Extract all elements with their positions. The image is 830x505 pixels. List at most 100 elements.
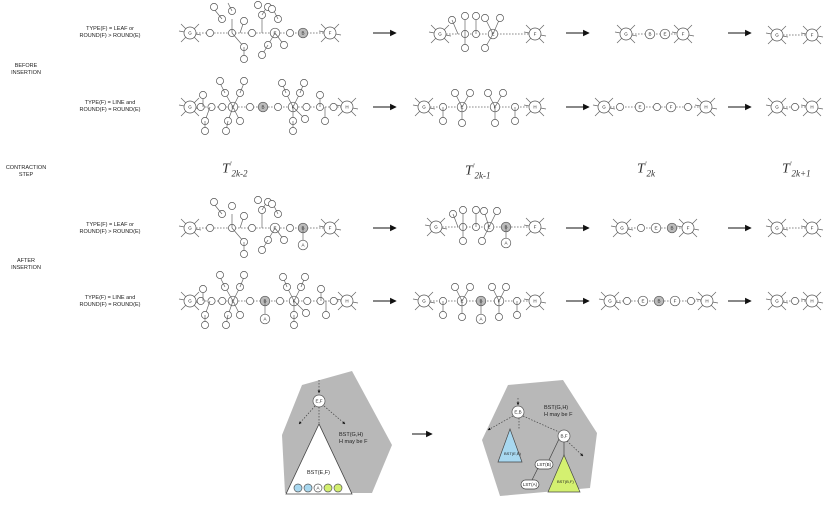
labeled-node: [297, 239, 309, 251]
small-node: [472, 12, 480, 20]
labeled-node: [257, 101, 269, 113]
small-node: [280, 41, 288, 49]
small-node: [248, 29, 256, 37]
hub-g: [183, 100, 197, 114]
small-node: [495, 313, 503, 321]
hub-f: [681, 221, 695, 235]
tree-label-base: T: [465, 163, 473, 179]
labeled-node: [666, 222, 678, 234]
gray-region: [482, 380, 597, 496]
hub-f: [676, 27, 690, 41]
labeled-node: [644, 28, 656, 40]
hub-h: [805, 294, 819, 308]
hub-g: [417, 100, 431, 114]
root-node: [511, 405, 525, 419]
small-node: [254, 1, 262, 9]
tree-label-base: T: [782, 161, 790, 177]
tree-label-prime: ': [789, 160, 792, 169]
cond-line: ROUND(F) = ROUND(E): [79, 107, 141, 113]
node-label: E: [654, 226, 657, 231]
small-node: [240, 17, 248, 25]
node-label: A: [263, 317, 266, 322]
node-label: F: [811, 33, 814, 38]
condition-line-before: TYPE(F) = LINE and ROUND(F) = ROUND(E): [60, 100, 160, 114]
after-label-line1: AFTER: [16, 258, 36, 264]
before-insertion-label: BEFORE INSERTION: [0, 63, 52, 77]
cond-line: TYPE(F) = LINE and: [84, 100, 136, 106]
contraction-label-line1: CONTRACTION: [5, 165, 47, 171]
contraction-step-label: CONTRACTION STEP: [0, 165, 52, 179]
small-node: [439, 311, 447, 319]
small-node: [240, 55, 248, 63]
small-node: [322, 311, 330, 319]
right-dashed-arrow: [566, 440, 584, 457]
node-label: H: [533, 299, 536, 304]
hub-h: [528, 100, 542, 114]
blue-triangle: [497, 427, 523, 463]
small-node: [290, 321, 298, 329]
hub-g: [770, 294, 784, 308]
leaf-a-label: A: [316, 486, 319, 491]
labeled-node: [500, 237, 512, 249]
cond-line: TYPE(F) = LEAF or: [86, 222, 134, 228]
small-node: [228, 202, 236, 210]
hub-g: [603, 294, 617, 308]
small-node: [280, 236, 288, 244]
node-label: F: [811, 226, 814, 231]
node-label: E: [663, 32, 666, 37]
node-label: F: [329, 226, 332, 231]
contraction-label-line2: STEP: [18, 172, 34, 178]
node-label: H: [345, 105, 348, 110]
hub-g: [597, 100, 611, 114]
small-node: [302, 309, 310, 317]
node-label: G: [438, 32, 442, 37]
small-node: [289, 127, 297, 135]
small-node: [513, 311, 521, 319]
small-node: [329, 103, 338, 111]
small-node: [499, 89, 507, 97]
lst-b-label: LST(B): [537, 462, 552, 467]
small-node: [206, 29, 214, 37]
small-node: [236, 311, 244, 319]
small-node: [278, 79, 286, 87]
node-label: G: [188, 299, 192, 304]
node-label: H: [704, 105, 707, 110]
small-node: [502, 283, 510, 291]
small-node: [459, 206, 467, 214]
small-node: [201, 127, 209, 135]
labeled-node: [637, 295, 649, 307]
tree-label-prime: ': [229, 160, 232, 169]
node-label: B: [261, 105, 264, 110]
node-label: B: [301, 31, 304, 36]
node-label: G: [188, 31, 192, 36]
labeled-node: [634, 101, 646, 113]
tree-label-sub: 2k-2: [231, 168, 248, 179]
small-node: [196, 103, 205, 111]
bst-triangle: [285, 423, 353, 495]
small-node: [246, 103, 254, 111]
tree-label-2k: T'2k: [637, 160, 655, 178]
lst-b-node: [534, 459, 554, 470]
small-node: [254, 196, 262, 204]
tree-label-2k-1: T'2k-1: [465, 162, 491, 180]
condition-line-after: TYPE(F) = LINE and ROUND(F) = ROUND(E): [60, 295, 160, 309]
small-node: [480, 207, 488, 215]
small-node: [684, 103, 692, 111]
node-label: G: [775, 105, 779, 110]
labeled-node: [475, 313, 487, 325]
tree-label-prime: ': [644, 160, 647, 169]
node-label: G: [620, 226, 624, 231]
small-node: [210, 198, 218, 206]
small-node: [317, 285, 325, 293]
small-node: [461, 12, 469, 20]
node-label: F: [534, 225, 537, 230]
root-label: E,B: [514, 410, 521, 415]
cond-line: ROUND(F) > ROUND(E): [79, 229, 141, 235]
bst-gh-sub-label: H may be F: [339, 439, 368, 445]
small-node: [236, 117, 244, 125]
small-node: [488, 283, 496, 291]
node-label: G: [188, 105, 192, 110]
small-node: [466, 89, 474, 97]
